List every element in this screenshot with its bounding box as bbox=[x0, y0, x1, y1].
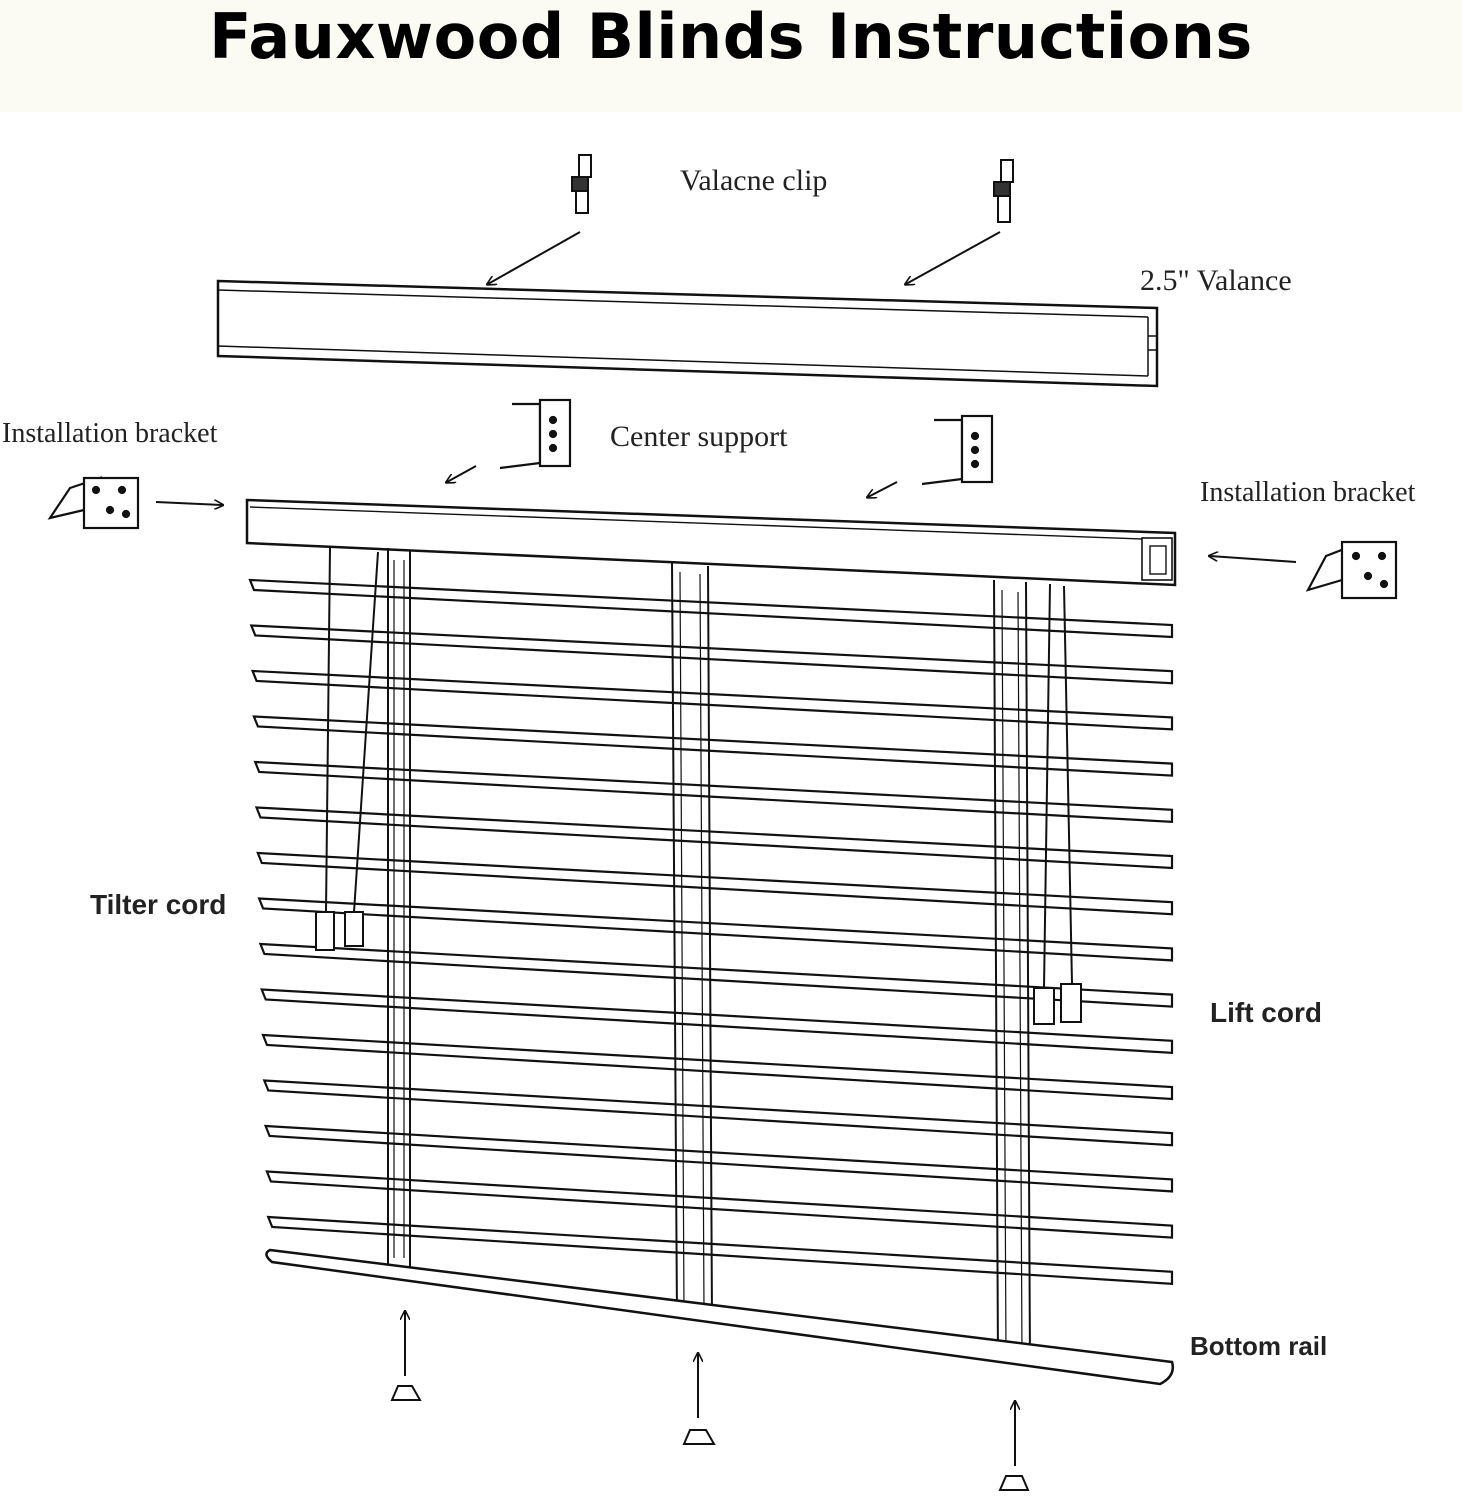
center-support-arrow-left bbox=[447, 465, 477, 482]
slat bbox=[266, 1215, 1174, 1285]
valance-clip-right bbox=[993, 159, 1014, 223]
hold-down-arrows bbox=[405, 1312, 1015, 1466]
valance bbox=[216, 279, 1159, 388]
valance-clip-left bbox=[571, 154, 592, 214]
valance-clip-arrow-left bbox=[488, 231, 581, 284]
slat bbox=[260, 988, 1174, 1054]
lift-cord-part bbox=[1033, 583, 1082, 1025]
slat bbox=[256, 851, 1174, 916]
installation-bracket-arrow-right bbox=[1210, 556, 1297, 563]
slat bbox=[250, 669, 1174, 731]
head-rail bbox=[245, 498, 1177, 587]
installation-bracket-right-label: Installation bracket bbox=[1200, 477, 1416, 508]
slat bbox=[249, 624, 1174, 685]
lift-cord-label: Lift cord bbox=[1210, 997, 1322, 1028]
slat bbox=[254, 806, 1174, 870]
installation-bracket-right-part bbox=[1305, 540, 1398, 600]
tilter-cord-part bbox=[315, 547, 379, 951]
slat bbox=[258, 942, 1174, 1008]
slat bbox=[252, 715, 1174, 777]
tilter-cord-label: Tilter cord bbox=[90, 889, 226, 920]
slat bbox=[257, 897, 1174, 962]
ladder-tapes bbox=[387, 548, 1031, 1365]
slat bbox=[253, 760, 1174, 823]
slat bbox=[248, 578, 1174, 639]
center-support-right bbox=[921, 414, 994, 486]
valance-label: 2.5" Valance bbox=[1140, 264, 1292, 297]
center-support-left bbox=[499, 398, 572, 470]
center-support-arrow-right bbox=[868, 481, 898, 497]
bottom-rail-label: Bottom rail bbox=[1190, 1331, 1327, 1361]
bottom-rail-part bbox=[265, 1248, 1174, 1386]
page-title: Fauxwood Blinds Instructions bbox=[209, 0, 1253, 73]
valance-clip-arrow-right bbox=[906, 231, 1001, 284]
slats bbox=[248, 578, 1174, 1285]
valance-clip-label: Valacne clip bbox=[680, 164, 827, 197]
slat bbox=[265, 1170, 1174, 1239]
title-banner bbox=[0, 0, 1462, 112]
center-support-label: Center support bbox=[610, 420, 788, 453]
slat bbox=[262, 1079, 1174, 1147]
installation-bracket-left-label: Installation bracket bbox=[2, 418, 218, 449]
installation-bracket-arrow-left bbox=[155, 502, 222, 505]
slat bbox=[261, 1033, 1174, 1101]
slat bbox=[263, 1124, 1174, 1193]
hold-down-clips bbox=[390, 1385, 1030, 1491]
installation-bracket-left-part bbox=[47, 476, 140, 530]
